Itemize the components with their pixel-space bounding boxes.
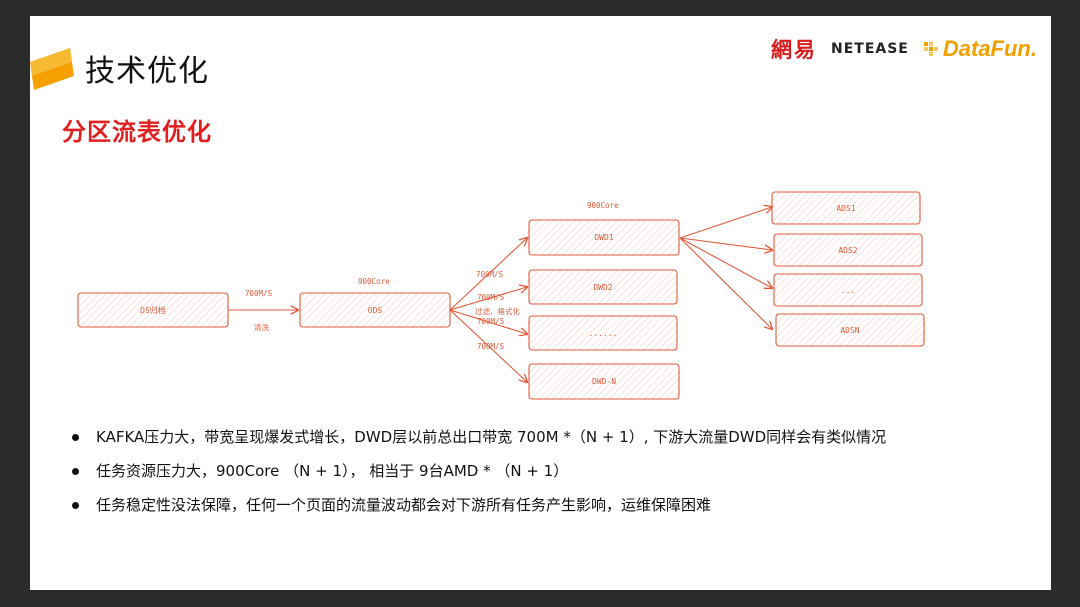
bullet-text: 任务资源压力大，900Core （N + 1）， 相当于 9台AMD * （N … [96,462,569,480]
node-dwd1-label: DWD1 [594,233,613,242]
page-title: 技术优化 [85,54,209,89]
bullet-item: 任务资源压力大，900Core （N + 1）， 相当于 9台AMD * （N … [72,460,886,494]
edge-label-clean: 清洗 [254,322,269,332]
netease-logo-cn: 網易 [771,37,817,62]
node-ads-more-label: ... [841,286,855,295]
node-ads2-box [773,233,923,267]
data-flow-diagram: DS归档 ODS DWD1 DWD2 ...... DWD-N ADS1 ADS… [77,191,925,400]
bullet-text: 任务稳定性没法保障，任何一个页面的流量波动都会对下游所有任务产生影响，运维保障困… [96,496,712,514]
node-ads2-label: ADS2 [838,246,857,255]
node-ads1-box [771,191,921,225]
datafun-dots-icon [923,42,938,56]
bullet-text: KAFKA压力大，带宽呈现爆发式增长，DWD层以前总出口带宽 700M *（N … [96,428,887,446]
bullet-list: KAFKA压力大，带宽呈现爆发式增长，DWD层以前总出口带宽 700M *（N … [72,426,886,528]
edge-label-ods-core: 900Core [358,277,390,286]
edge-dwd1-ads1 [679,207,772,239]
node-dwd-more-label: ...... [589,329,618,338]
edge-label-dwd1-core: 900Core [587,201,619,210]
node-ods-label: ODS [368,306,383,315]
node-dwd2-label: DWD2 [593,283,612,292]
logo-group: 網易 NETEASE DataFun. [771,34,1037,64]
edge-label-to-dwd2: 700M/S [477,293,505,302]
node-ods-box [299,292,451,328]
node-adsn-box [775,313,925,347]
bullet-item: KAFKA压力大，带宽呈现爆发式增长，DWD层以前总出口带宽 700M *（N … [72,426,886,460]
node-dwdn-label: DWD-N [592,377,616,386]
node-source-box [77,292,229,328]
node-source-label: DS归档 [140,305,166,315]
bullet-dot-icon [72,434,79,441]
node-adsn-label: ADSN [840,326,859,335]
node-dwd1-box [528,219,680,256]
edge-dwd1-ads2 [679,237,772,250]
edge-label-to-dwd-more: 700M/S [477,317,505,326]
node-dwdn-box [528,363,680,400]
node-ads1-label: ADS1 [836,204,855,213]
edge-ods-dwd2 [449,287,527,311]
slide: 技术优化 分区流表优化 網易 NETEASE DataFun. [30,16,1051,590]
edge-ods-dwdn [449,309,527,382]
datafun-logo-text: DataFun. [942,36,1037,61]
node-dwd-more-box [528,315,678,351]
edge-label-to-dwdn: 700M/S [477,342,505,351]
bullet-dot-icon [72,468,79,475]
edge-label-filter-format: 过滤、格式化 [475,306,520,316]
node-dwd2-box [528,269,678,305]
bullet-item: 任务稳定性没法保障，任何一个页面的流量波动都会对下游所有任务产生影响，运维保障困… [72,494,886,528]
edge-dwd1-ads-more [679,237,772,288]
section-subtitle: 分区流表优化 [62,118,212,146]
edge-ods-dwd1 [449,238,527,311]
edge-label-src-to-ods: 700M/S [245,289,273,298]
node-ads-more-box [773,273,923,307]
title-accent-shape [30,48,74,90]
bullet-dot-icon [72,502,79,509]
netease-logo-en: NETEASE [831,41,909,57]
edge-dwd1-adsn [679,237,772,329]
datafun-logo: DataFun. [923,36,1037,62]
edge-label-to-dwd1: 700M/S [476,270,504,279]
edge-ods-dwd-more [449,309,527,334]
